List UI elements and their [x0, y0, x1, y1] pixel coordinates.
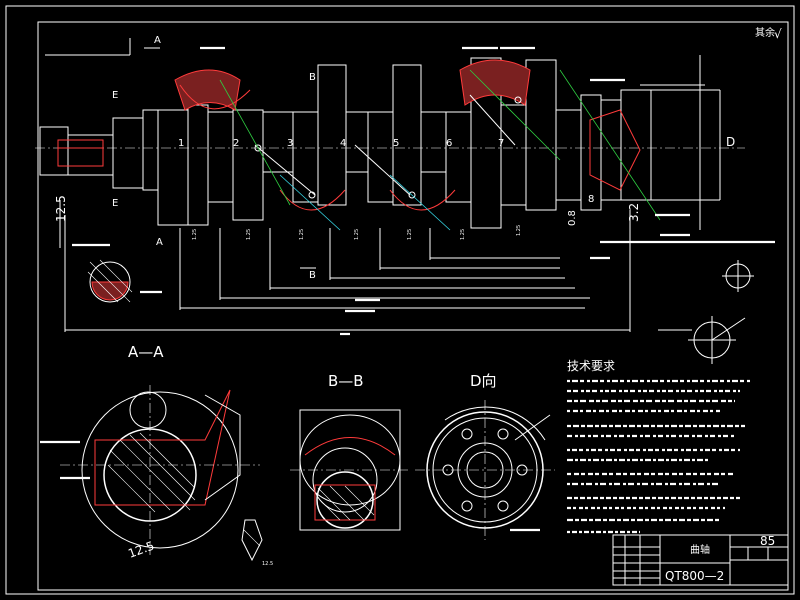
svg-text:A: A	[154, 35, 161, 46]
svg-text:0.8: 0.8	[567, 210, 578, 226]
journal-1: 1	[178, 138, 184, 149]
section-bb-title: B—B	[328, 372, 364, 390]
drawing-code: QT800—2	[665, 569, 724, 583]
oil-hole-detail-views	[658, 260, 754, 364]
pin-section: 12.5	[241, 519, 273, 567]
svg-text:12.5: 12.5	[262, 561, 273, 567]
svg-text:E: E	[112, 90, 118, 101]
svg-text:1.25: 1.25	[354, 229, 360, 240]
svg-text:1.25: 1.25	[246, 229, 252, 240]
svg-text:B: B	[309, 270, 316, 281]
cut-labels: A A B B E E D	[112, 35, 735, 281]
svg-text:A: A	[156, 237, 163, 248]
svg-text:√: √	[774, 27, 782, 41]
svg-text:1.25: 1.25	[192, 229, 198, 240]
svg-text:E: E	[112, 198, 118, 209]
svg-text:其余: 其余	[755, 26, 775, 39]
part-name: 曲轴	[690, 543, 710, 556]
svg-text:1.25: 1.25	[299, 229, 305, 240]
journal-3: 3	[287, 138, 293, 149]
technical-requirements: 技术要求	[567, 359, 750, 534]
d-view: D向	[415, 372, 555, 540]
section-aa-title: A—A	[128, 343, 164, 361]
journal-7: 7	[498, 138, 504, 149]
scale-value: 85	[760, 534, 775, 548]
keyway-detail	[87, 259, 133, 303]
section-aa: A—A 12.5	[60, 343, 260, 561]
journal-2: 2	[233, 138, 239, 149]
svg-text:1.25: 1.25	[460, 229, 466, 240]
tech-req-title: 技术要求	[567, 359, 615, 373]
crankshaft-main-view	[35, 57, 745, 231]
drawing-inner-frame	[37, 21, 789, 591]
title-block: 曲轴 85 QT800—2	[612, 534, 789, 586]
journal-6: 6	[446, 138, 452, 149]
journal-numbers: 1 2 3 4 5 6 7 8	[178, 138, 594, 205]
section-bb: B—B	[290, 372, 410, 531]
svg-text:D: D	[726, 135, 735, 149]
svg-text:1.25: 1.25	[407, 229, 413, 240]
journal-8: 8	[588, 194, 594, 205]
general-roughness-note: 其余 √	[755, 26, 782, 41]
journal-5: 5	[393, 138, 399, 149]
left-dimension: 12.5	[54, 195, 68, 222]
svg-text:1.25: 1.25	[516, 225, 522, 236]
dimension-annotations	[40, 46, 775, 532]
d-view-title: D向	[470, 372, 497, 390]
journal-4: 4	[340, 138, 346, 149]
roughness-values: 1.25 1.25 1.25 1.25 1.25 1.25 1.25 0.8	[192, 210, 578, 240]
svg-text:B: B	[309, 72, 316, 83]
dimension-lines	[45, 38, 705, 332]
right-dimension: 3.2	[627, 203, 641, 222]
drawing-border	[5, 5, 795, 595]
